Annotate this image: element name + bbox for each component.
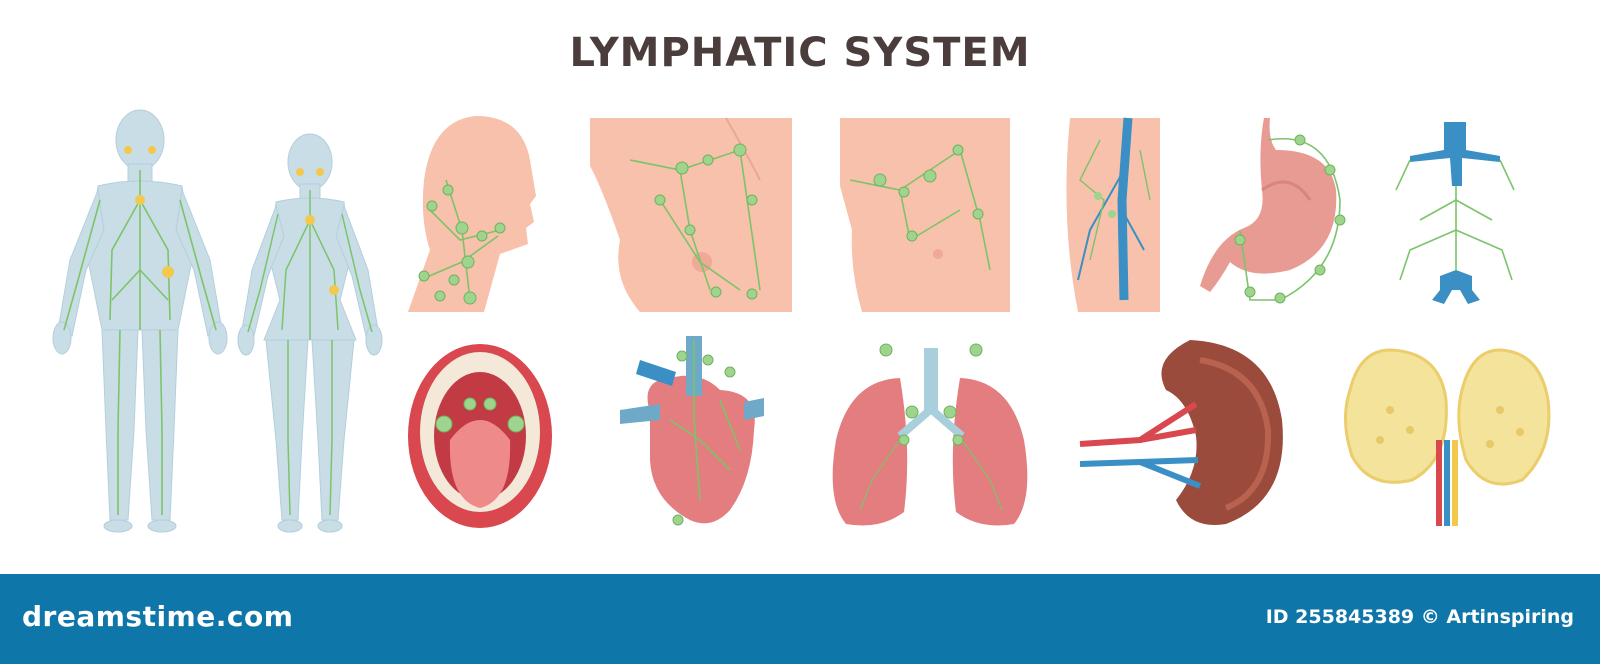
- brand-logo[interactable]: dreamstime.com: [22, 600, 294, 633]
- stomach-lymph-nodes-icon: [1200, 118, 1346, 304]
- page-title: LYMPHATIC SYSTEM: [569, 30, 1031, 76]
- footer-bar: dreamstime.com ID 255845389 © Artinspiri…: [0, 574, 1600, 664]
- spleen-icon: [1079, 340, 1283, 525]
- armpit-lymph-nodes-icon: [840, 118, 1010, 312]
- mouth-tonsils-icon: [408, 344, 552, 528]
- thigh-lymph-vessels-icon: [1066, 117, 1160, 312]
- breast-lymph-nodes-icon: [590, 117, 792, 312]
- female-body-lymph-icon: [237, 133, 383, 533]
- thoracic-duct-icon: [1395, 122, 1515, 304]
- illustration-canvas: [52, 109, 1551, 533]
- heart-lymph-icon: [620, 336, 764, 526]
- thymus-icon: [1343, 348, 1551, 526]
- male-body-lymph-icon: [52, 109, 228, 533]
- lungs-lymph-icon: [832, 343, 1028, 526]
- image-credit: ID 255845389 © Artinspiring: [1265, 606, 1574, 628]
- head-neck-lymph-nodes-icon: [408, 116, 536, 312]
